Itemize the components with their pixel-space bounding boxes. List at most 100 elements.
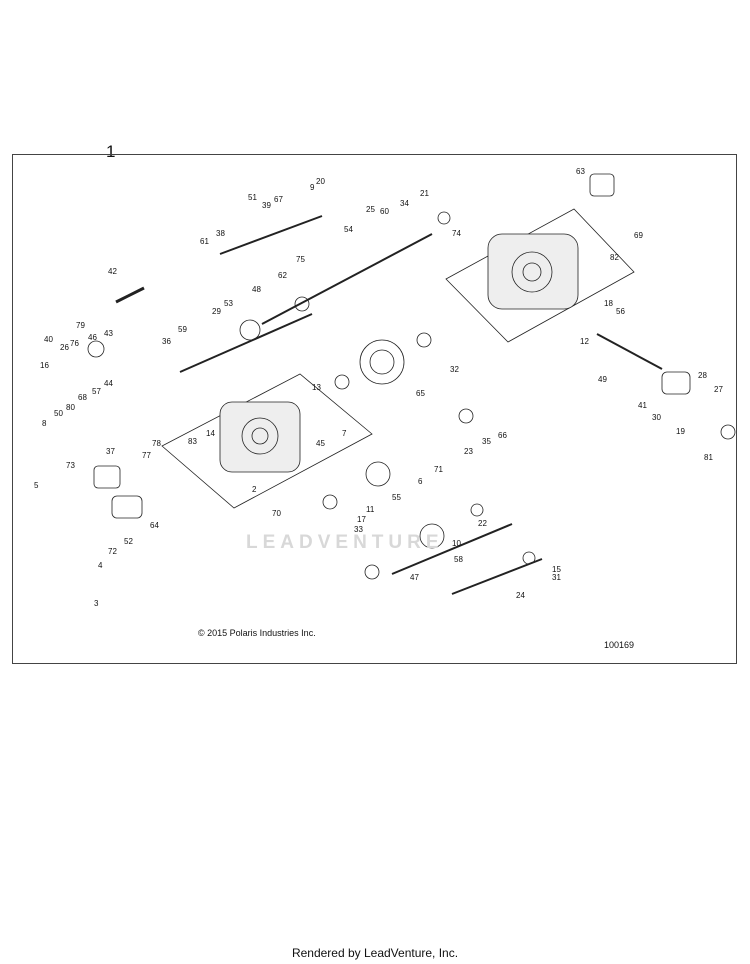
bearing-31	[522, 551, 536, 565]
callout-45: 45	[316, 439, 325, 448]
shift-shaft	[219, 215, 323, 255]
callout-80: 80	[66, 403, 75, 412]
exploded-parts-diagram: 2 3 4 5 6 7 8 9 10 11 12 13 14 15 16 17 …	[34, 167, 736, 608]
callout-78: 78	[152, 439, 161, 448]
bearing-35	[458, 408, 474, 424]
callout-74: 74	[452, 229, 461, 238]
callout-11: 11	[366, 505, 375, 514]
callout-83: 83	[188, 437, 197, 446]
callout-39: 39	[262, 201, 271, 210]
callout-5: 5	[34, 481, 39, 490]
sheet-number: 1	[106, 142, 116, 161]
callout-4: 4	[98, 561, 103, 570]
bearing-33	[322, 494, 338, 510]
callout-81: 81	[704, 453, 713, 462]
bracket-73	[93, 465, 121, 489]
bearing-32-right	[416, 332, 432, 348]
sector-79	[87, 340, 105, 358]
gear-62	[294, 296, 310, 312]
output-shaft	[596, 333, 663, 370]
callout-49: 49	[598, 375, 607, 384]
callout-42: 42	[108, 267, 117, 276]
callout-75: 75	[296, 255, 305, 264]
callout-17: 17	[357, 515, 366, 524]
callout-76: 76	[70, 339, 79, 348]
callout-25: 25	[366, 205, 375, 214]
gear-53	[239, 319, 261, 341]
callout-24: 24	[516, 591, 525, 600]
callout-14: 14	[206, 429, 215, 438]
callout-31: 31	[552, 573, 561, 582]
callout-7: 7	[342, 429, 347, 438]
bearing-30	[470, 503, 484, 517]
callout-6: 6	[418, 477, 423, 486]
callout-33: 33	[354, 525, 363, 534]
callout-40: 40	[44, 335, 53, 344]
diagram-id: 100169	[604, 640, 635, 650]
gear-58	[419, 523, 445, 549]
callout-46: 46	[88, 333, 97, 342]
callout-16: 16	[40, 361, 49, 370]
callout-26: 26	[60, 343, 69, 352]
copyright-notice: © 2015 Polaris Industries Inc.	[198, 628, 316, 638]
callout-20: 20	[316, 177, 325, 186]
output-hub-41	[661, 371, 691, 395]
callout-51: 51	[248, 193, 257, 202]
diagram-frame	[12, 154, 737, 664]
callout-60: 60	[380, 207, 389, 216]
bearing-31-upper	[437, 211, 451, 225]
group-box-69	[445, 208, 635, 343]
callout-58: 58	[454, 555, 463, 564]
callout-73: 73	[66, 461, 75, 470]
callout-36: 36	[162, 337, 171, 346]
callout-82: 82	[610, 253, 619, 262]
callout-66: 66	[498, 431, 507, 440]
callout-29: 29	[212, 307, 221, 316]
callout-8: 8	[42, 419, 47, 428]
callout-28: 28	[698, 371, 707, 380]
callout-19: 19	[676, 427, 685, 436]
callout-32: 32	[450, 365, 459, 374]
callout-41: 41	[638, 401, 647, 410]
actuator-42	[115, 286, 145, 304]
callout-48: 48	[252, 285, 261, 294]
callout-62: 62	[278, 271, 287, 280]
callout-23: 23	[464, 447, 473, 456]
callout-79: 79	[76, 321, 85, 330]
callout-34: 34	[400, 199, 409, 208]
callout-61: 61	[200, 237, 209, 246]
callout-3: 3	[94, 599, 99, 608]
callout-56: 56	[616, 307, 625, 316]
callout-72: 72	[108, 547, 117, 556]
callout-21: 21	[420, 189, 429, 198]
callout-53: 53	[224, 299, 233, 308]
callout-63: 63	[576, 167, 585, 176]
callout-52: 52	[124, 537, 133, 546]
callout-64: 64	[150, 521, 159, 530]
callout-27: 27	[714, 385, 723, 394]
callout-13: 13	[312, 383, 321, 392]
callout-38: 38	[216, 229, 225, 238]
upper-shaft	[261, 233, 433, 325]
callout-50: 50	[54, 409, 63, 418]
gear-55	[365, 461, 391, 487]
callout-22: 22	[478, 519, 487, 528]
watermark: LEADVENTURE	[246, 532, 444, 553]
callout-57: 57	[92, 387, 101, 396]
callout-30: 30	[652, 413, 661, 422]
transmission-case-left	[219, 401, 301, 473]
callout-35: 35	[482, 437, 491, 446]
driven-gear	[359, 339, 405, 385]
lower-shaft	[391, 523, 513, 575]
callout-70: 70	[272, 509, 281, 518]
callout-77: 77	[142, 451, 151, 460]
callout-15: 15	[552, 565, 561, 574]
callout-43: 43	[104, 329, 113, 338]
callout-67: 67	[274, 195, 283, 204]
callout-10: 10	[452, 539, 461, 548]
callout-9: 9	[310, 183, 315, 192]
callout-59: 59	[178, 325, 187, 334]
callout-54: 54	[344, 225, 353, 234]
group-box-70	[161, 373, 373, 509]
callout-44: 44	[104, 379, 113, 388]
